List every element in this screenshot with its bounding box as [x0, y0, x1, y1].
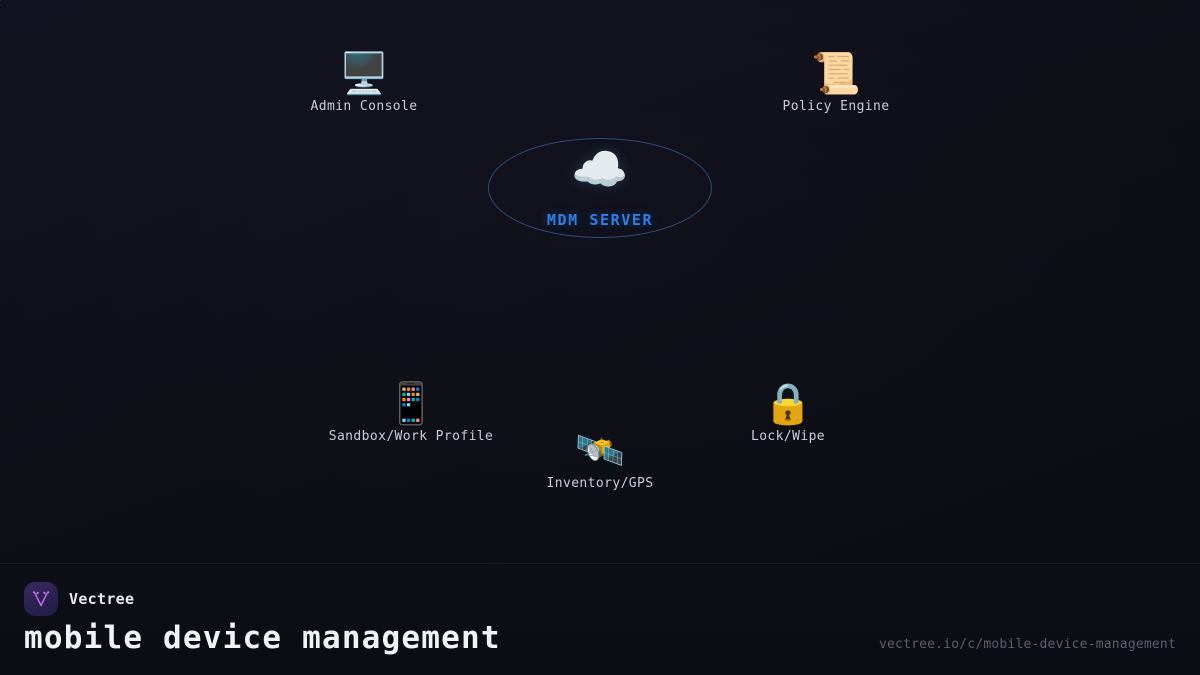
padlock-icon: 🔒 [763, 381, 813, 427]
cloud-icon: ☁️ [571, 142, 629, 196]
vectree-logo-icon [24, 582, 58, 616]
hub-label: MDM SERVER [546, 211, 654, 229]
node-lock-wipe[interactable]: 🔒 Lock/Wipe [751, 382, 825, 444]
node-label-admin-console: Admin Console [310, 99, 418, 114]
node-policy-engine[interactable]: 📜 Policy Engine [783, 52, 890, 114]
node-label-inventory-gps: Inventory/GPS [546, 476, 654, 491]
node-inventory-gps[interactable]: 🛰️ Inventory/GPS [547, 429, 654, 491]
satellite-icon: 🛰️ [575, 428, 625, 474]
node-admin-console[interactable]: 🖥️ Admin Console [311, 52, 418, 114]
brand[interactable]: Vectree [24, 582, 134, 616]
node-label-sandbox-work-profile: Sandbox/Work Profile [328, 429, 494, 444]
desktop-computer-icon: 🖥️ [339, 51, 389, 97]
diagram-canvas: ☁️ MDM SERVER 🖥️ Admin Console 📜 Policy … [311, 52, 890, 491]
page-title: mobile device management [24, 620, 501, 656]
mobile-phone-icon: 📱 [386, 381, 436, 427]
hub-node-mdm-server[interactable]: ☁️ MDM SERVER [488, 138, 712, 238]
footer: Vectree mobile device management vectree… [0, 563, 1200, 675]
node-label-lock-wipe: Lock/Wipe [750, 429, 826, 444]
page-url: vectree.io/c/mobile-device-management [879, 637, 1176, 652]
scroll-icon: 📜 [811, 51, 861, 97]
node-label-policy-engine: Policy Engine [782, 99, 890, 114]
brand-name: Vectree [69, 590, 135, 608]
node-sandbox-work-profile[interactable]: 📱 Sandbox/Work Profile [329, 382, 494, 444]
